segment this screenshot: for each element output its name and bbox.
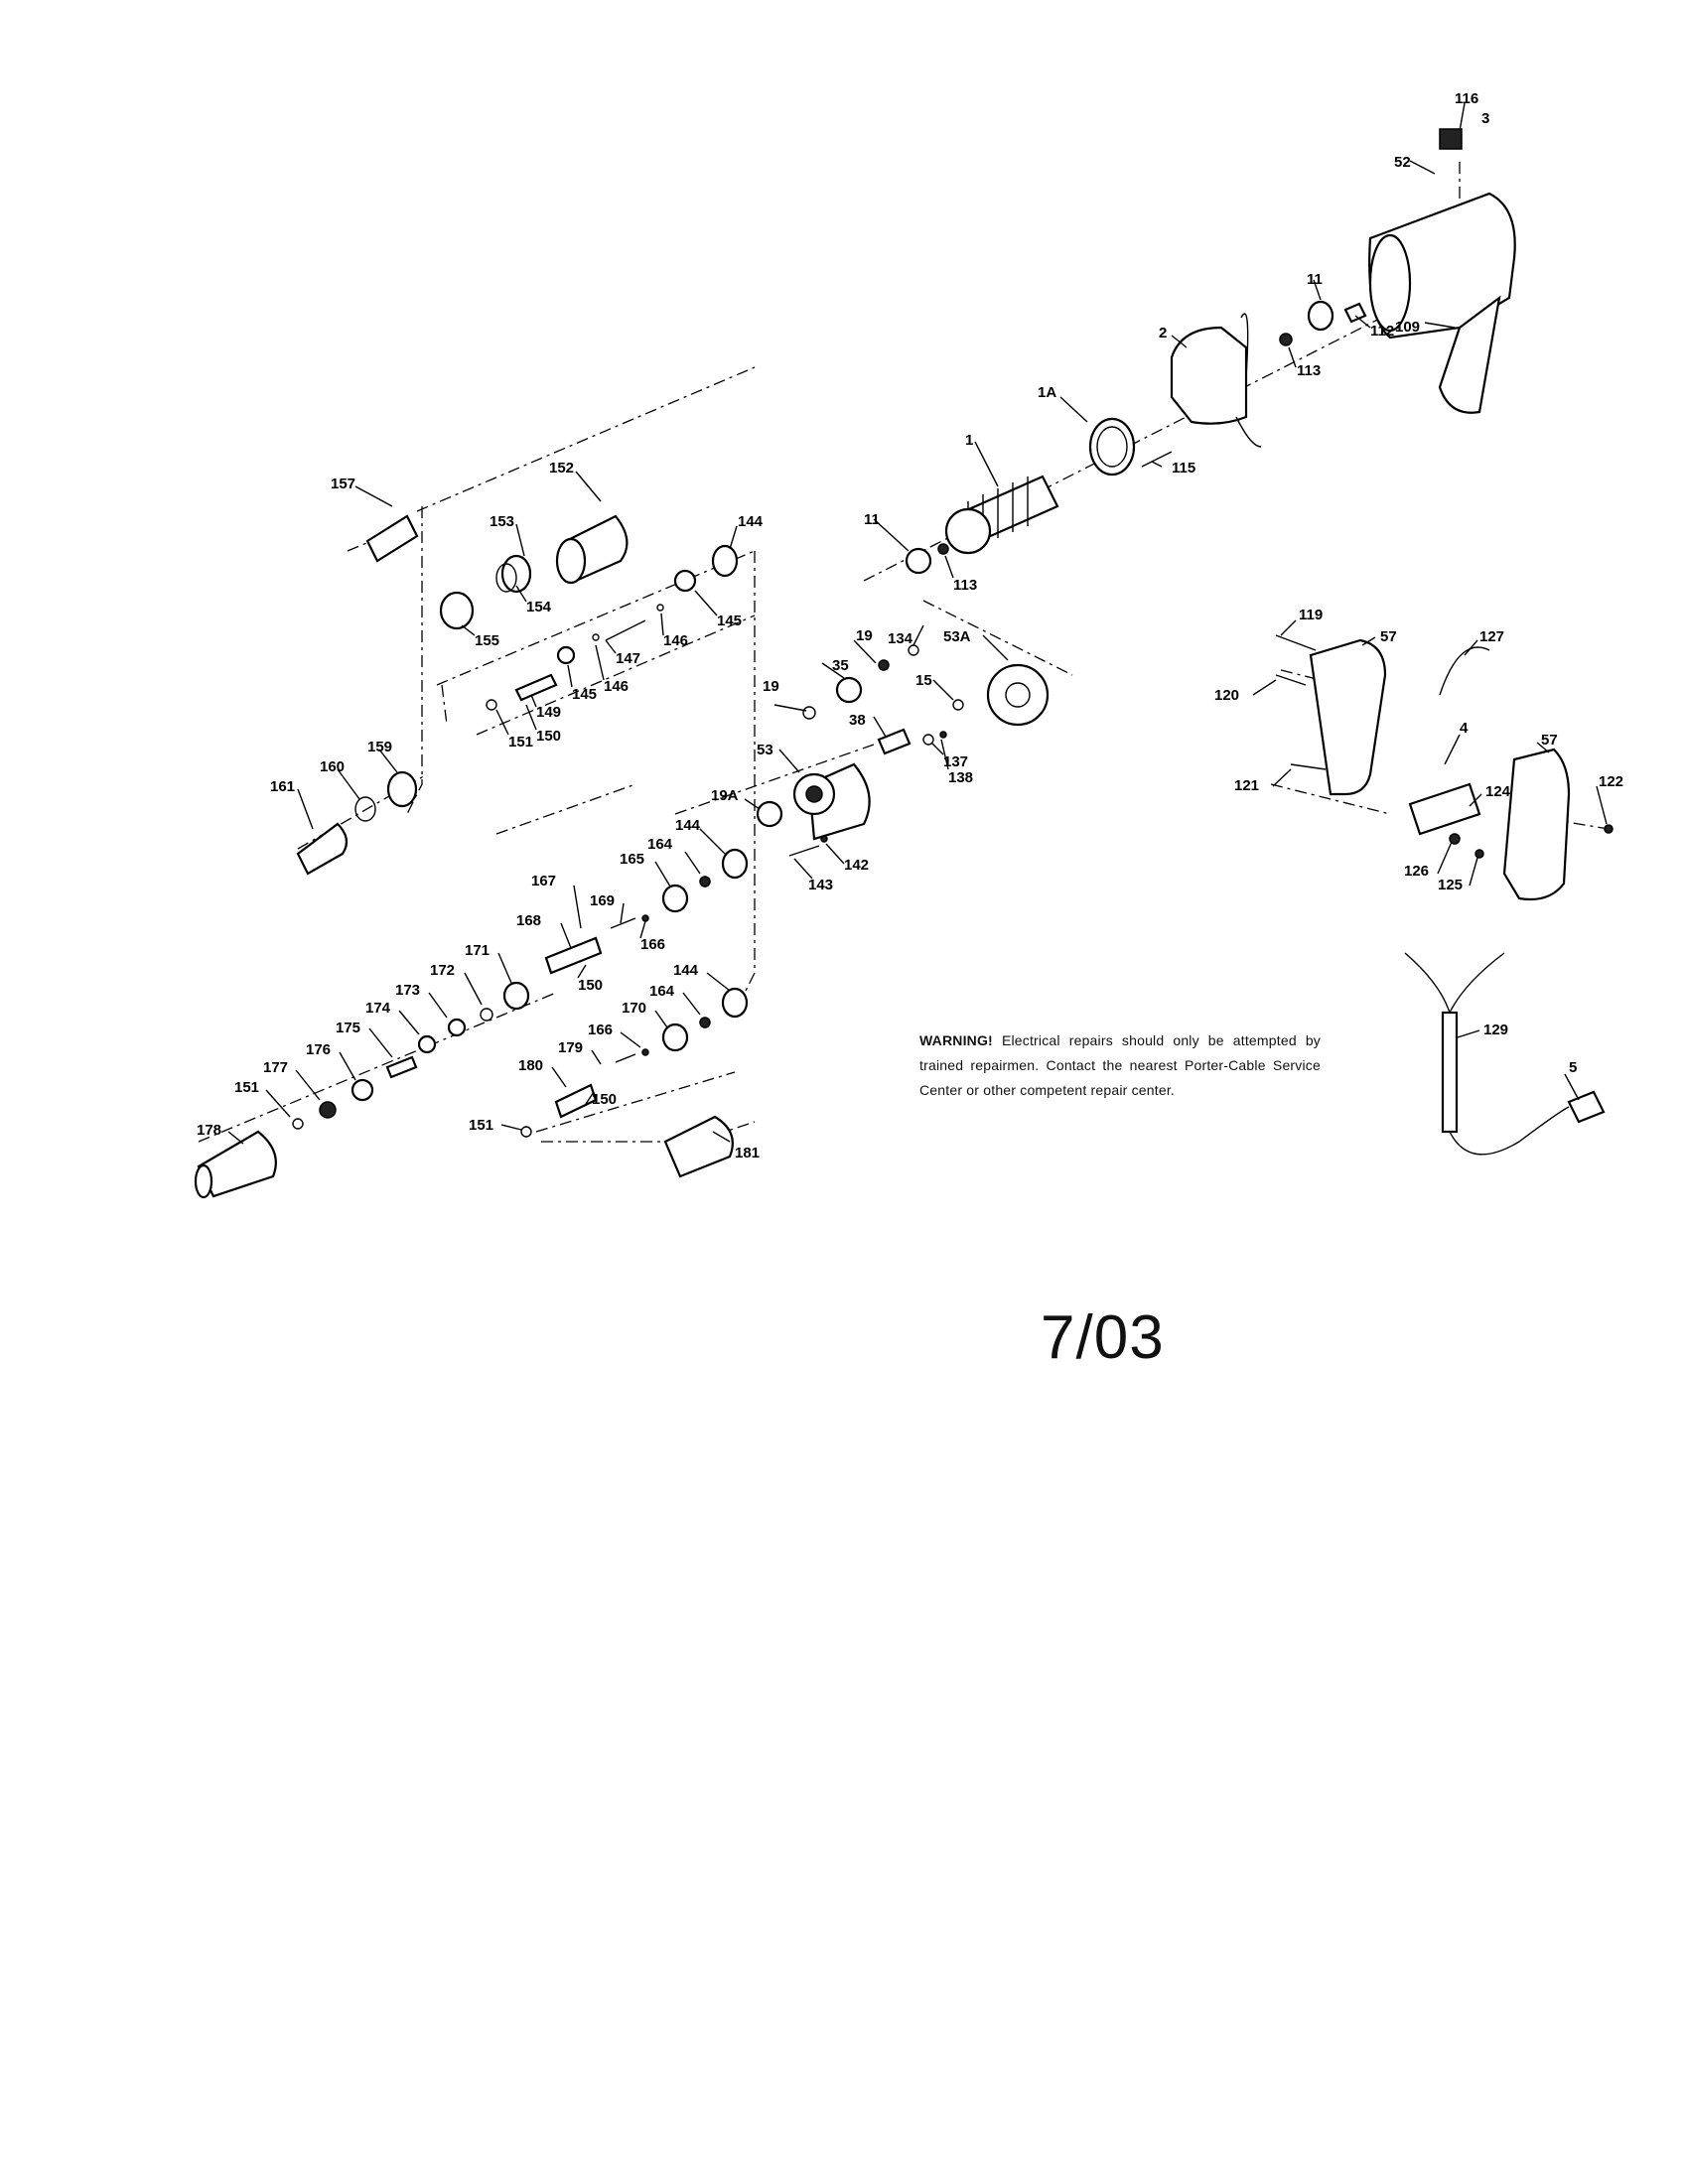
part-label-124: 124 (1485, 783, 1511, 800)
part-label-170: 170 (622, 1000, 646, 1017)
part-label-150-mid: 150 (578, 977, 603, 994)
part-label-167: 167 (531, 873, 556, 889)
part-label-1A: 1A (1038, 384, 1056, 401)
part-label-138: 138 (948, 769, 973, 786)
part-label-19-left: 19 (763, 678, 779, 695)
part-label-52: 52 (1394, 154, 1411, 171)
part-label-35: 35 (832, 657, 849, 674)
part-label-116: 116 (1455, 90, 1478, 107)
part-label-151-mid: 151 (234, 1079, 259, 1096)
part-label-146-left: 146 (604, 678, 629, 695)
part-label-147: 147 (616, 650, 640, 667)
part-label-137: 137 (943, 753, 968, 770)
part-label-159: 159 (367, 739, 392, 755)
part-label-145-right: 145 (717, 613, 742, 629)
part-label-15: 15 (915, 672, 932, 689)
part-label-126: 126 (1404, 863, 1429, 880)
part-label-176: 176 (306, 1041, 331, 1058)
part-label-164-bottom: 164 (649, 983, 675, 1000)
part-label-157: 157 (331, 476, 355, 492)
part-label-119: 119 (1299, 607, 1323, 623)
part-drawings (194, 128, 1614, 1199)
part-label-164-mid: 164 (647, 836, 673, 853)
part-label-113-armature: 113 (953, 577, 977, 594)
part-label-134: 134 (888, 630, 913, 647)
part-labels: 116 3 52 11 112 2 113 109 1A 115 1 11 11… (197, 90, 1623, 1161)
part-label-143: 143 (808, 877, 833, 893)
part-label-152: 152 (549, 460, 574, 477)
part-label-125: 125 (1438, 877, 1463, 893)
part-label-122: 122 (1599, 773, 1623, 790)
part-label-174: 174 (365, 1000, 391, 1017)
part-label-112: 112 (1370, 323, 1394, 340)
part-label-109: 109 (1395, 319, 1420, 336)
part-label-144-mid: 144 (675, 817, 701, 834)
part-label-150-top: 150 (536, 728, 561, 745)
part-label-121: 121 (1234, 777, 1259, 794)
part-label-5: 5 (1569, 1059, 1577, 1076)
part-label-2: 2 (1159, 325, 1167, 341)
part-label-151-bottom: 151 (469, 1117, 493, 1134)
part-label-11-top: 11 (1307, 271, 1323, 288)
part-label-171: 171 (465, 942, 490, 959)
part-label-142: 142 (844, 857, 869, 874)
warning-body: Electrical repairs should only be attemp… (919, 1032, 1322, 1098)
part-label-145-left: 145 (572, 686, 597, 703)
part-label-57-top: 57 (1380, 628, 1397, 645)
part-label-169: 169 (590, 892, 615, 909)
leader-lines (227, 102, 1608, 1145)
part-label-166-mid: 166 (640, 936, 665, 953)
part-label-172: 172 (430, 962, 455, 979)
part-label-150-bottom: 150 (592, 1091, 617, 1108)
part-label-129: 129 (1483, 1022, 1508, 1038)
part-label-19-top: 19 (856, 627, 873, 644)
part-label-161: 161 (270, 778, 295, 795)
part-label-166-bottom: 166 (588, 1022, 613, 1038)
part-label-53A: 53A (943, 628, 971, 645)
part-label-178: 178 (197, 1122, 221, 1139)
part-label-168: 168 (516, 912, 541, 929)
part-label-127: 127 (1479, 628, 1504, 645)
revision-date: 7/03 (1041, 1303, 1165, 1372)
part-label-113-top: 113 (1297, 362, 1321, 379)
part-label-177: 177 (263, 1059, 288, 1076)
part-label-57-bottom: 57 (1541, 732, 1558, 749)
part-label-173: 173 (395, 982, 420, 999)
part-label-19A: 19A (711, 787, 739, 804)
part-label-181: 181 (735, 1145, 760, 1161)
part-label-115: 115 (1172, 460, 1195, 477)
part-label-153: 153 (490, 513, 514, 530)
part-label-53: 53 (757, 742, 773, 758)
part-label-144-top: 144 (738, 513, 764, 530)
part-label-175: 175 (336, 1020, 360, 1036)
part-label-154: 154 (526, 599, 552, 615)
part-label-144-bottom: 144 (673, 962, 699, 979)
part-label-180: 180 (518, 1057, 543, 1074)
part-label-120: 120 (1214, 687, 1239, 704)
part-label-146-right: 146 (663, 632, 688, 649)
electrical-warning: WARNING! Electrical repairs should only … (919, 1028, 1321, 1103)
part-label-3: 3 (1481, 110, 1489, 127)
part-label-149: 149 (536, 704, 561, 721)
part-label-1: 1 (965, 432, 973, 449)
part-label-11-armature: 11 (864, 511, 880, 528)
warning-heading: WARNING! (919, 1032, 993, 1048)
part-label-179: 179 (558, 1039, 583, 1056)
part-label-165: 165 (620, 851, 644, 868)
part-label-151-top: 151 (508, 734, 533, 751)
part-label-38: 38 (849, 712, 866, 729)
part-label-4: 4 (1460, 720, 1469, 737)
part-label-160: 160 (320, 758, 345, 775)
part-label-155: 155 (475, 632, 499, 649)
